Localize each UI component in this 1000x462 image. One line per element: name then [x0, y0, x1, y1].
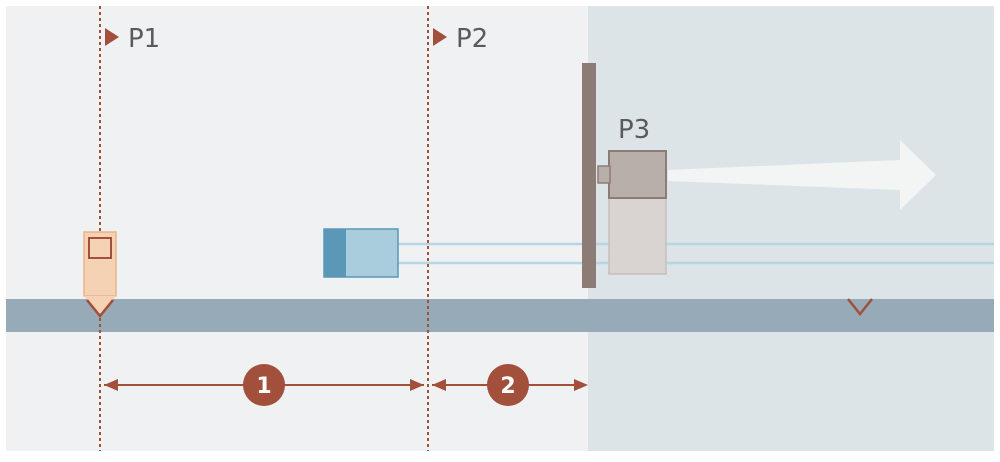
p1-triangle-icon — [105, 28, 119, 46]
cylinder-cap — [324, 229, 346, 277]
pusher-body — [608, 197, 667, 275]
dim1-arrow-right-icon — [410, 379, 424, 391]
label-p1: P1 — [128, 24, 160, 54]
pusher-head — [608, 150, 667, 199]
dim1-arrow-left-icon — [104, 379, 118, 391]
sensor-tip — [84, 296, 116, 314]
stop-wall — [582, 63, 596, 288]
label-p2: P2 — [456, 24, 488, 54]
dim1-badge — [243, 364, 285, 406]
sensor-point-icon — [86, 299, 114, 318]
dim2-arrow-left-icon — [432, 379, 446, 391]
guide-rails — [398, 242, 994, 265]
cylinder — [323, 228, 399, 278]
belt-marker-icon — [847, 298, 873, 317]
pusher — [597, 150, 667, 275]
conveyor-belt — [6, 299, 994, 332]
sensor-window — [88, 237, 112, 259]
sensor — [83, 231, 117, 318]
dimension-1: 1 — [104, 364, 424, 406]
p2-triangle-icon — [433, 28, 447, 46]
dim1-number: 1 — [256, 374, 271, 399]
dimension-2: 2 — [432, 364, 588, 406]
pusher-rod — [597, 165, 611, 184]
dim2-arrow-right-icon — [574, 379, 588, 391]
motion-arrow — [668, 140, 936, 210]
label-p3: P3 — [618, 115, 650, 145]
dim2-badge — [487, 364, 529, 406]
dim2-number: 2 — [500, 374, 515, 399]
